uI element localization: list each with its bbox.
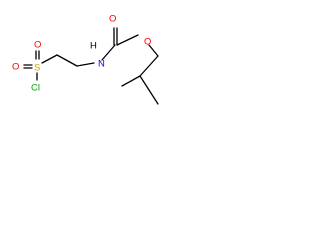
atom-h-amide: H — [90, 41, 97, 52]
atom-s: S — [34, 63, 40, 74]
atom-n-amide: N — [98, 59, 105, 70]
atom-cl: Cl — [31, 83, 40, 94]
bond-ch2-s — [41, 54, 58, 64]
bond-n-ch2 — [76, 62, 95, 67]
atom-o-sulfonyl-top: O — [34, 40, 41, 51]
atom-o-carbonyl: O — [109, 14, 116, 25]
bond-ch-ch3-left — [121, 75, 141, 87]
bond-ch-ch3-right — [139, 75, 159, 105]
atom-o-sulfonyl-left: O — [12, 62, 19, 73]
bond-ch2-ch2 — [56, 54, 78, 67]
structure-diagram: O O H N S O O Cl — [12, 14, 159, 105]
bond-o-ch2 — [148, 44, 159, 57]
bond-ch2-ch — [139, 55, 159, 77]
atom-o-ester: O — [144, 37, 151, 48]
bond-c-n — [101, 44, 116, 61]
bond-c-o-ester — [116, 34, 139, 46]
